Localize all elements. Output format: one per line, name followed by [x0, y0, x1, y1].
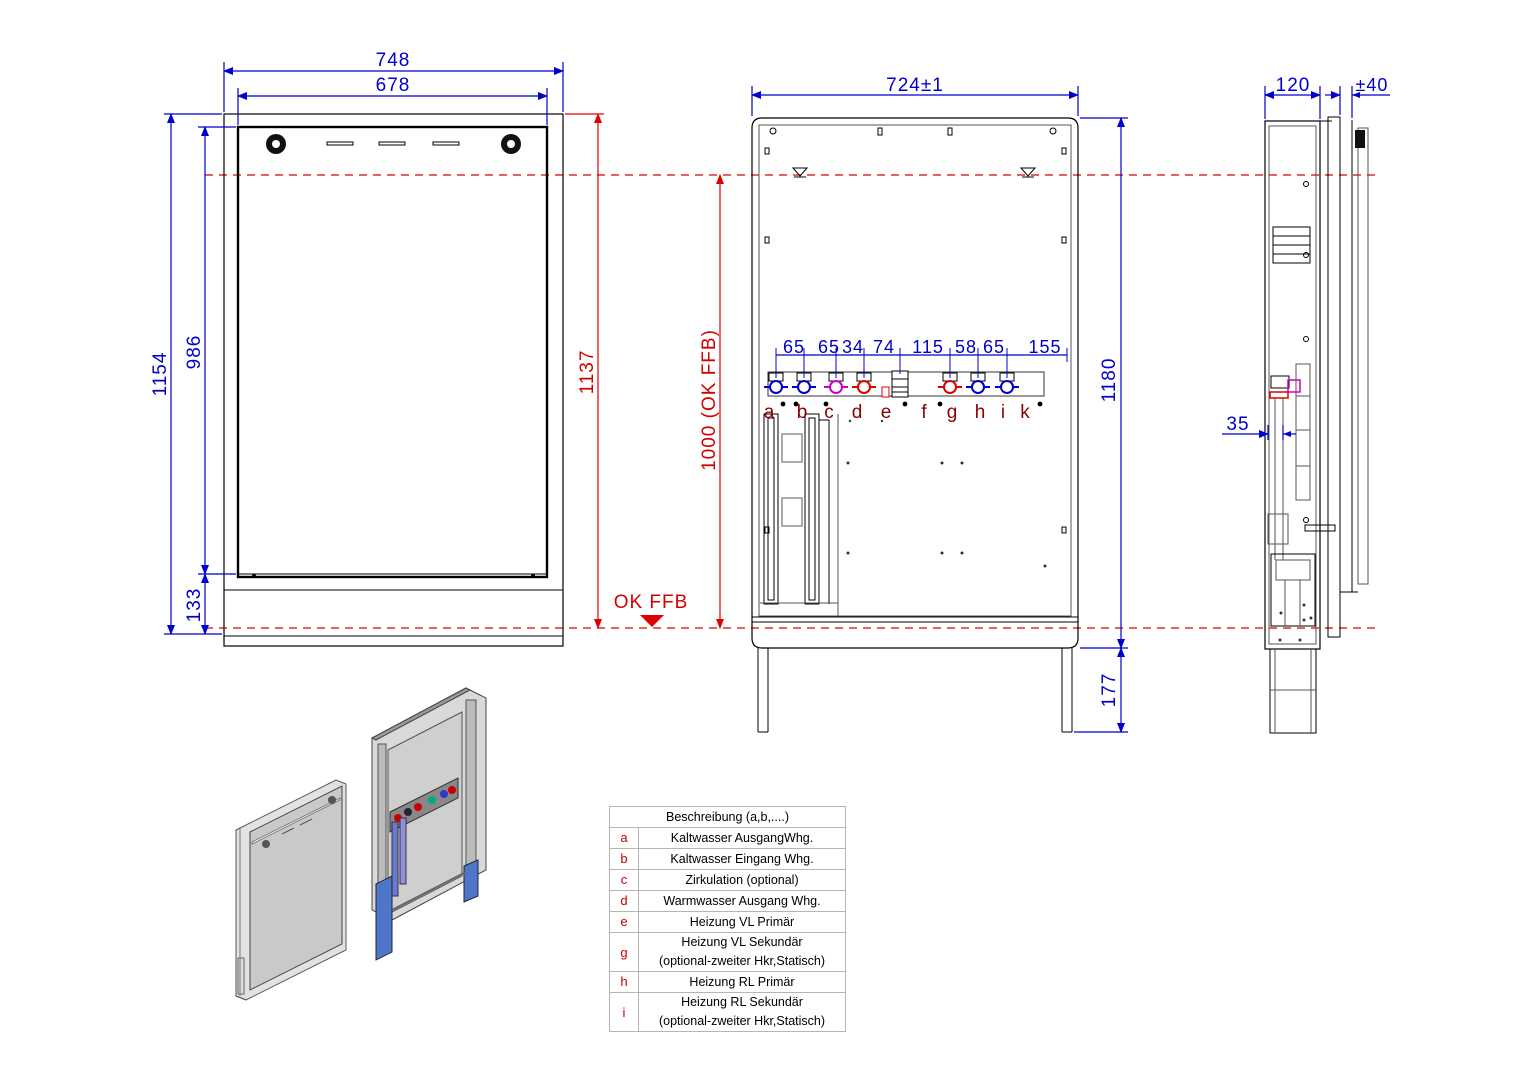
legend-text-line: (optional-zweiter Hkr,Statisch): [658, 1014, 826, 1028]
legend-text-line: (optional-zweiter Hkr,Statisch): [658, 954, 826, 968]
dim-side-adjust: ±40: [1356, 75, 1389, 95]
legend-row: i Heizung RL Sekundär (optional-zweiter …: [609, 992, 846, 1032]
legend-text: Warmwasser Ausgang Whg.: [638, 890, 846, 912]
legend-row: g Heizung VL Sekundär (optional-zweiter …: [609, 932, 846, 972]
front-view: [223, 113, 564, 647]
dim-inner-width: 678: [376, 75, 411, 96]
legend-text-line: Heizung RL Sekundär: [681, 995, 803, 1009]
spacing-2: 65: [818, 337, 840, 357]
legend-row: e Heizung VL Primär: [609, 911, 846, 933]
legend-row: b Kaltwasser Eingang Whg.: [609, 848, 846, 870]
legend-key: b: [609, 848, 639, 870]
legend-key: i: [609, 992, 639, 1032]
legend-text-line: Heizung VL Sekundär: [681, 935, 803, 949]
legend-key: d: [609, 890, 639, 912]
legend-text: Kaltwasser Eingang Whg.: [638, 848, 846, 870]
dim-leg-height: 177: [1099, 673, 1120, 708]
middle-dimensions: 724±1 1180 177 1000 (OK FFB) 65 65 34 74…: [699, 75, 1128, 733]
spacing-4: 74: [873, 337, 895, 357]
legend-key: c: [609, 869, 639, 891]
spacing-1: 65: [783, 337, 805, 357]
dim-middle-width: 724±1: [886, 75, 944, 96]
legend-row: d Warmwasser Ausgang Whg.: [609, 890, 846, 912]
connection-label-k: k: [1020, 402, 1030, 423]
side-view: [1264, 116, 1369, 734]
connection-label-d: d: [852, 402, 863, 423]
spacing-7: 65: [983, 337, 1005, 357]
legend-header: Beschreibung (a,b,....): [609, 806, 846, 828]
dim-side-offset: 35: [1226, 414, 1249, 435]
legend-text: Heizung VL Sekundär (optional-zweiter Hk…: [638, 932, 846, 972]
floor-marker: OK FFB: [614, 592, 689, 627]
connection-labels: a b c d e f g h i k: [764, 402, 1031, 423]
legend-text: Heizung VL Primär: [638, 911, 846, 933]
legend-key: a: [609, 827, 639, 849]
spacing-5: 115: [912, 337, 944, 357]
spacing-6: 58: [955, 337, 977, 357]
spacing-8: 155: [1028, 337, 1061, 357]
legend-text: Heizung RL Sekundär (optional-zweiter Hk…: [638, 992, 846, 1032]
dim-side-depth: 120: [1276, 75, 1311, 96]
iso-door-panel: [235, 779, 347, 1001]
dim-bottom-height: 133: [184, 588, 205, 623]
connection-label-f: f: [921, 402, 927, 423]
valve-e: [881, 370, 909, 398]
dim-total-height: 1154: [150, 352, 171, 397]
connection-label-b: b: [797, 402, 808, 423]
legend-key: h: [609, 971, 639, 993]
connection-label-h: h: [975, 402, 986, 423]
floor-marker-label: OK FFB: [614, 592, 689, 613]
legend-text: Heizung RL Primär: [638, 971, 846, 993]
dim-outer-width: 748: [376, 50, 411, 71]
front-dimensions: 748 678 1154 986 133 1137: [150, 50, 604, 635]
legend-text: Zirkulation (optional): [638, 869, 846, 891]
spacing-3: 34: [842, 337, 864, 357]
connection-label-a: a: [764, 402, 775, 423]
middle-view: [751, 117, 1079, 733]
dim-floor-height: 1000 (OK FFB): [699, 329, 720, 471]
connection-label-g: g: [947, 402, 958, 423]
iso-cabinet: [370, 687, 487, 961]
legend-key: g: [609, 932, 639, 972]
legend-row: a Kaltwasser AusgangWhg.: [609, 827, 846, 849]
legend-row: h Heizung RL Primär: [609, 971, 846, 993]
dim-middle-height: 1180: [1099, 358, 1120, 403]
dim-door-height: 986: [184, 335, 205, 370]
legend-text: Kaltwasser AusgangWhg.: [638, 827, 846, 849]
connection-label-i: i: [1001, 402, 1005, 423]
side-dimensions: 120 ±40 35: [1222, 75, 1390, 440]
connection-label-e: e: [881, 402, 892, 423]
legend-table: Beschreibung (a,b,....) a Kaltwasser Aus…: [609, 806, 846, 1032]
dim-frame-height: 1137: [577, 350, 598, 395]
legend-key: e: [609, 911, 639, 933]
legend-row: c Zirkulation (optional): [609, 869, 846, 891]
connection-label-c: c: [824, 402, 834, 423]
legend-header-row: Beschreibung (a,b,....): [609, 806, 846, 828]
